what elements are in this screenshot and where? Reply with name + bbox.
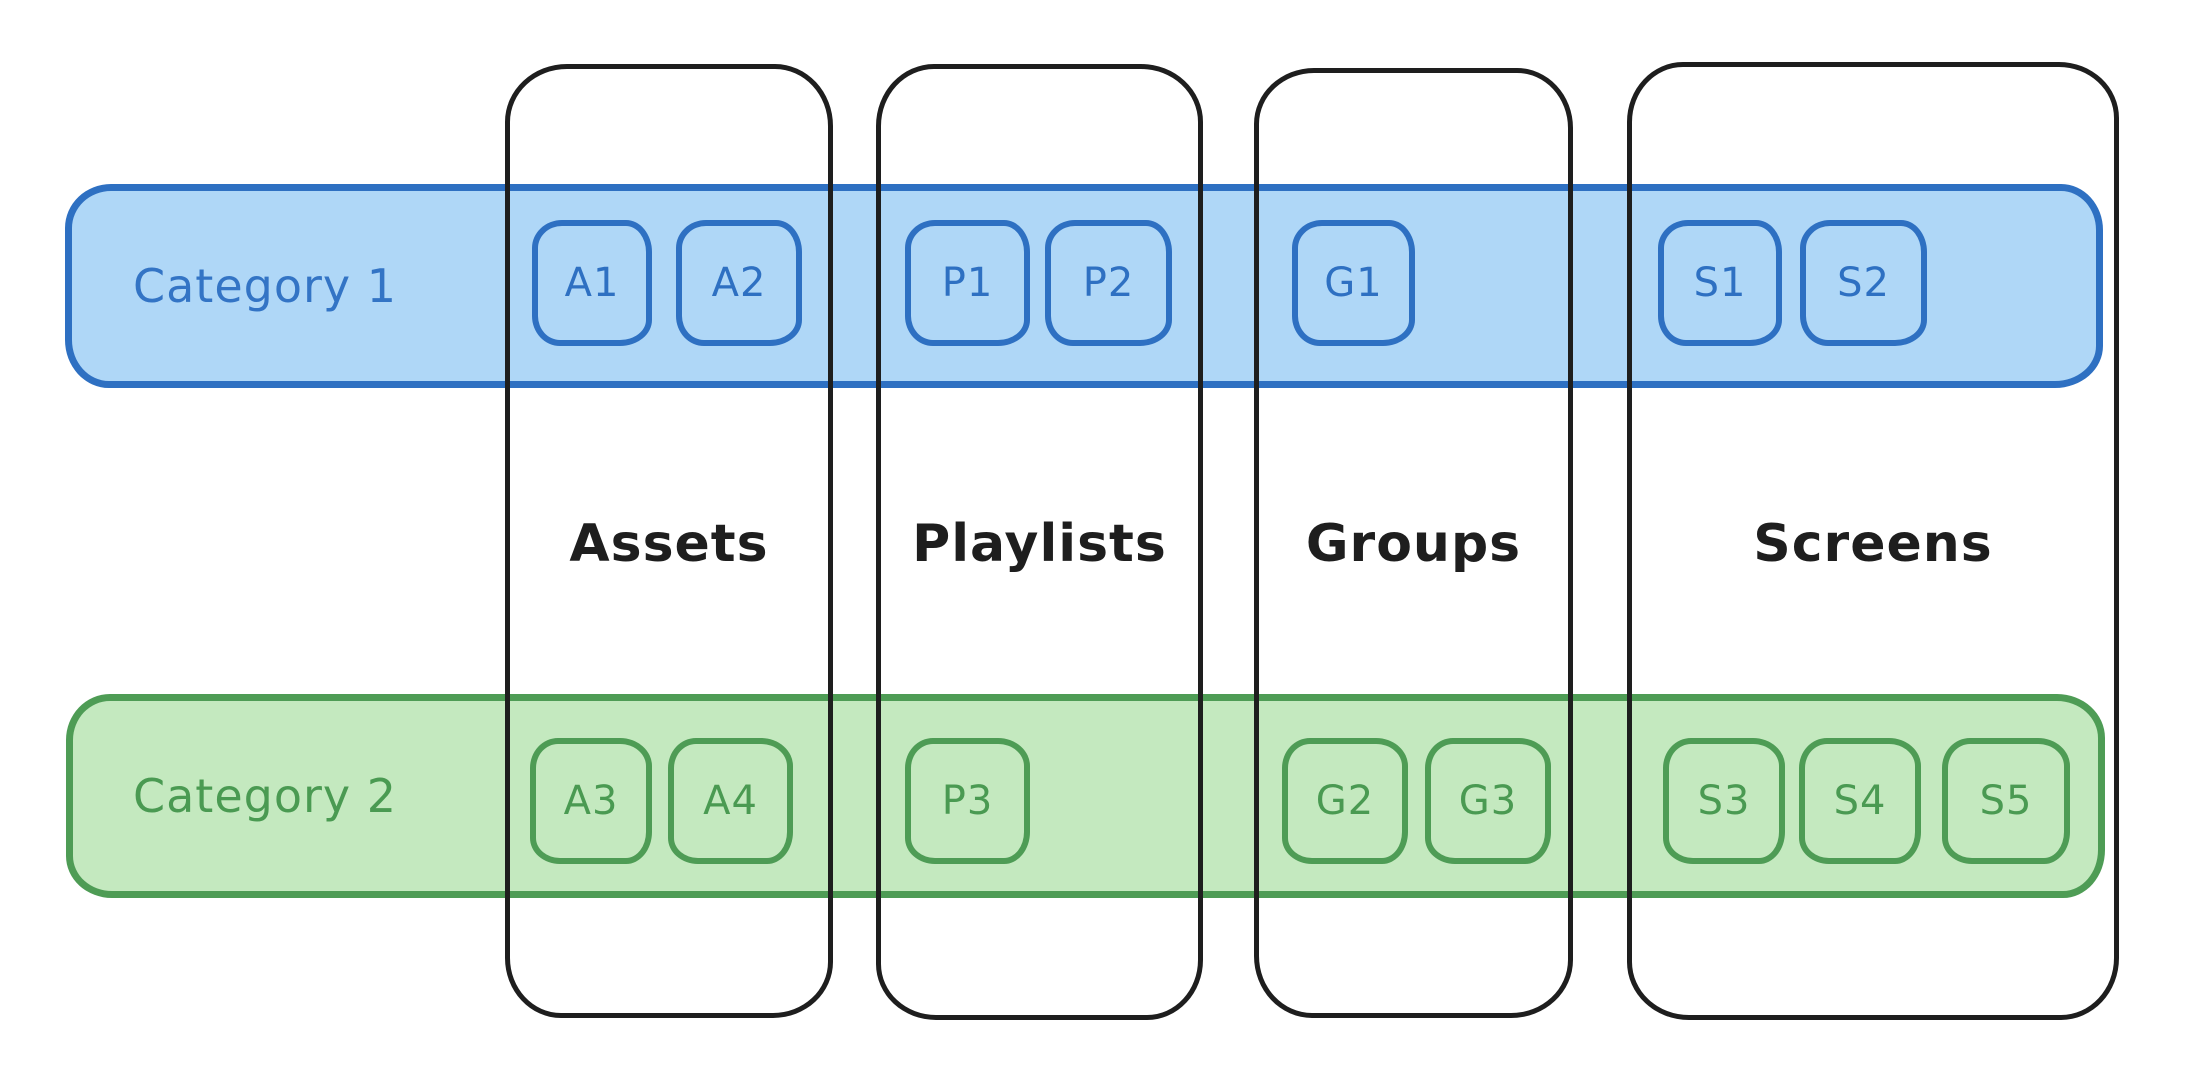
screens-column-label: Screens [1753,514,1993,574]
chip-p2: P2 [1045,220,1172,346]
groups-column [1254,68,1573,1018]
screens-column [1627,62,2119,1020]
category-1-label: Category 1 [132,259,397,313]
assets-column-label: Assets [569,514,769,574]
chip-g1: G1 [1292,220,1415,346]
chip-s5: S5 [1942,738,2070,864]
chip-g3: G3 [1425,738,1551,864]
chip-a2: A2 [676,220,802,346]
chip-g2: G2 [1282,738,1408,864]
chip-a1: A1 [532,220,652,346]
playlists-column-label: Playlists [912,514,1167,574]
chip-s3: S3 [1663,738,1785,864]
chip-s1: S1 [1658,220,1782,346]
assets-column [505,64,833,1018]
groups-column-label: Groups [1305,514,1522,574]
chip-p1: P1 [905,220,1030,346]
chip-p3: P3 [905,738,1030,864]
chip-s4: S4 [1799,738,1921,864]
chip-a3: A3 [530,738,652,864]
chip-a4: A4 [668,738,793,864]
playlists-column [876,64,1203,1020]
chip-s2: S2 [1800,220,1927,346]
category-2-label: Category 2 [132,769,397,823]
